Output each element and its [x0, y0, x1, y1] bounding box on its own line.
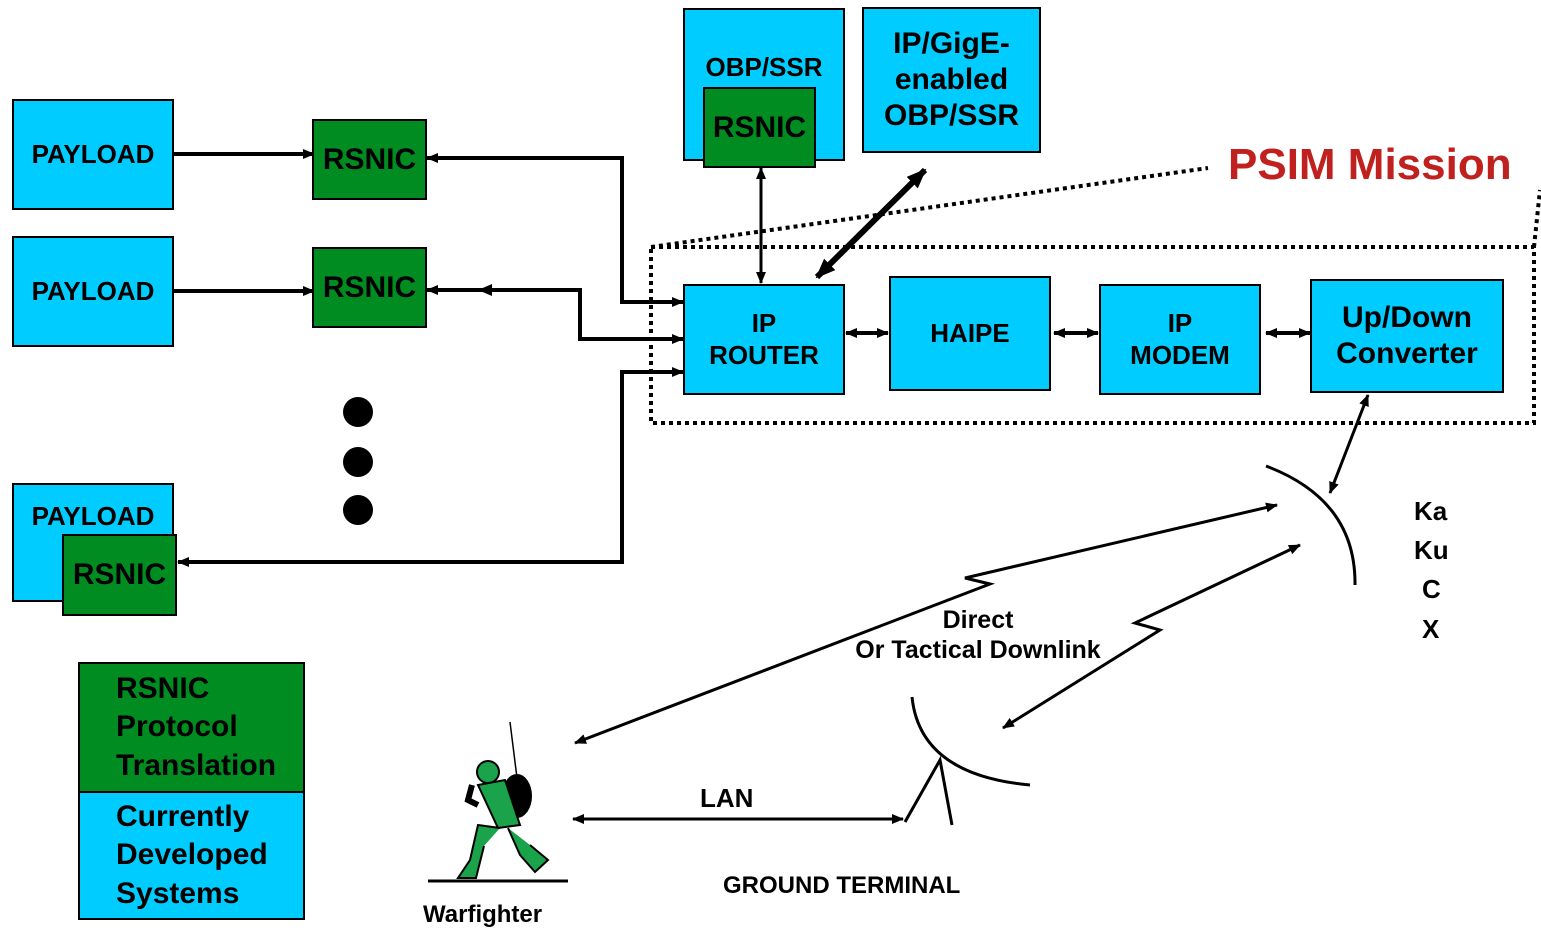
payload-box-1: PAYLOAD — [12, 99, 174, 210]
downlink-label: Direct Or Tactical Downlink — [838, 605, 1118, 665]
band-c: C — [1422, 574, 1441, 605]
rsnic1-router-link — [427, 158, 683, 302]
payload-label: PAYLOAD — [32, 139, 155, 170]
haipe-label: HAIPE — [930, 318, 1009, 349]
rsnic-box-2: RSNIC — [312, 247, 427, 328]
ip-modem-label: IP MODEM — [1130, 308, 1230, 370]
ground-terminal-label: GROUND TERMINAL — [723, 872, 960, 900]
ground-terminal-dish — [912, 697, 1030, 785]
mission-callout-right — [1534, 190, 1540, 247]
ip-gige-label: IP/GigE- enabled OBP/SSR — [884, 26, 1019, 134]
legend-current-label: Currently Developed Systems — [116, 798, 268, 912]
ip-router-label: IP ROUTER — [709, 308, 819, 370]
band-ku: Ku — [1414, 535, 1449, 566]
payload-label: PAYLOAD — [32, 276, 155, 307]
converter-label: Up/Down Converter — [1336, 300, 1478, 372]
ellipsis-dot-1 — [343, 397, 373, 427]
ellipsis-dot-3 — [343, 495, 373, 525]
rsnic-box-3: RSNIC — [62, 534, 177, 616]
gige-router-arrow — [817, 170, 925, 277]
router-rsnic3-link — [178, 372, 683, 562]
warfighter-icon — [428, 722, 568, 881]
band-ka: Ka — [1414, 496, 1447, 527]
warfighter-label: Warfighter — [423, 901, 542, 929]
haipe-box: HAIPE — [889, 276, 1051, 391]
legend-current-box: Currently Developed Systems — [78, 791, 305, 920]
ip-router-box: IP ROUTER — [683, 284, 845, 395]
rsnic2-router-link — [427, 290, 683, 339]
satellite-dish — [1266, 466, 1355, 585]
obp-rsnic-box: RSNIC — [703, 87, 816, 168]
mission-callout-left — [651, 168, 1208, 247]
rsnic-label: RSNIC — [73, 558, 166, 592]
mission-title: PSIM Mission — [1228, 140, 1512, 190]
rsnic-box-1: RSNIC — [312, 119, 427, 200]
obp-ssr-label: OBP/SSR — [705, 52, 822, 83]
ground-terminal-stand — [905, 760, 952, 825]
payload-label: PAYLOAD — [32, 501, 155, 532]
rsnic2-midline-arrowhead — [478, 284, 492, 296]
legend-rsnic-label: RSNIC Protocol Translation — [116, 670, 276, 784]
lan-label: LAN — [700, 783, 753, 814]
up-down-converter-box: Up/Down Converter — [1310, 279, 1504, 393]
ip-gige-box: IP/GigE- enabled OBP/SSR — [862, 7, 1041, 153]
rsnic-label: RSNIC — [713, 111, 806, 145]
ellipsis-dot-2 — [343, 447, 373, 477]
rsnic-label: RSNIC — [323, 143, 416, 177]
converter-dish-arrow — [1330, 395, 1368, 493]
payload-box-2: PAYLOAD — [12, 236, 174, 347]
ip-modem-box: IP MODEM — [1099, 284, 1261, 395]
legend-rsnic-box: RSNIC Protocol Translation — [78, 662, 305, 793]
rsnic-label: RSNIC — [323, 271, 416, 305]
band-x: X — [1422, 614, 1439, 645]
